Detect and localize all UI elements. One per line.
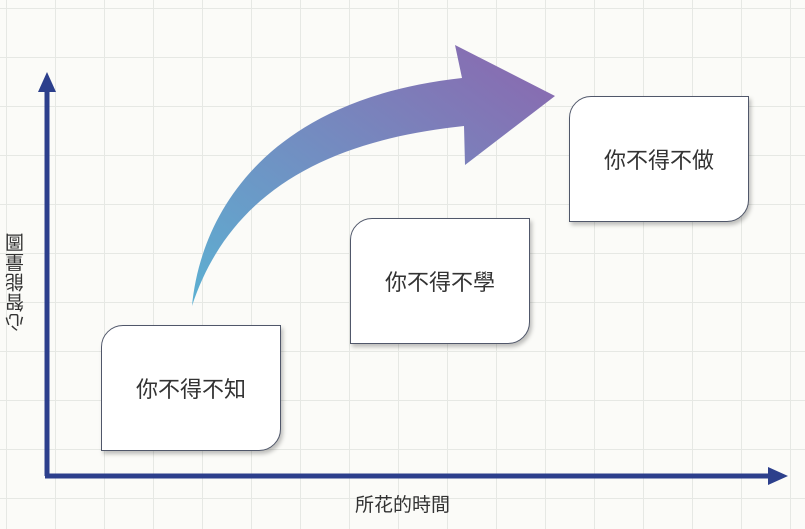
y-axis-label: 心智能量圖: [5, 232, 27, 332]
stage-label: 你不得不做: [603, 149, 714, 174]
x-axis-arrowhead: [768, 467, 788, 485]
stage-label: 你不得不學: [384, 271, 495, 296]
stage-box-know: 你不得不知: [101, 325, 281, 451]
stage-box-learn: 你不得不學: [350, 218, 530, 344]
stage-box-do: 你不得不做: [569, 96, 749, 222]
y-axis-arrowhead: [38, 72, 56, 92]
stage-label: 你不得不知: [135, 378, 246, 403]
growth-arrow: [192, 45, 555, 306]
x-axis-label: 所花的時間: [355, 494, 451, 516]
